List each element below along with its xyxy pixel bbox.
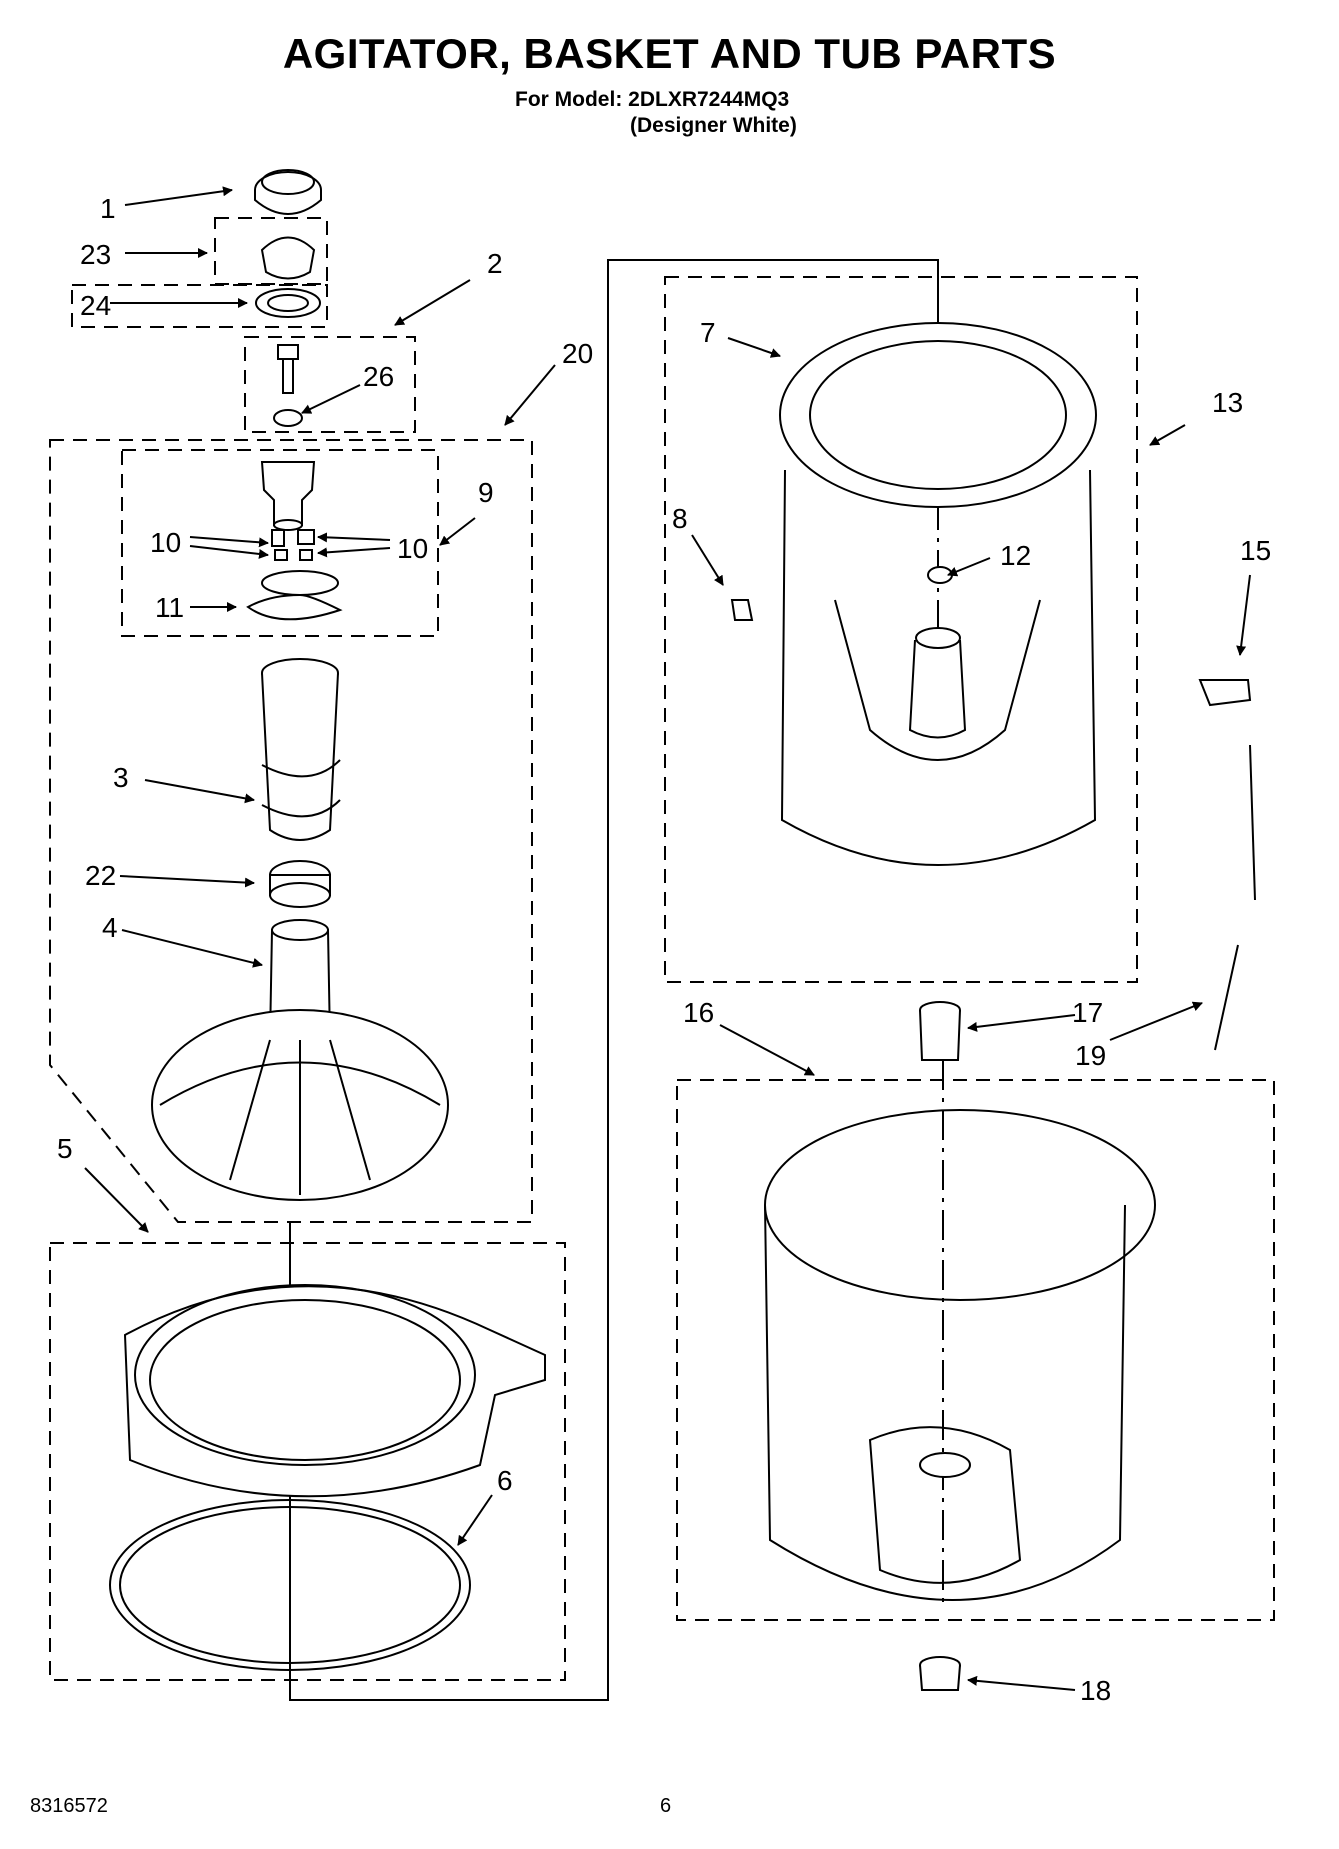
upper-agitator-part: [261, 658, 341, 841]
callout-9: 9: [478, 477, 494, 508]
agitator-cam-part: [260, 461, 316, 531]
callout-1: 1: [100, 193, 116, 224]
callout-15: 15: [1240, 535, 1271, 566]
document-number: 8316572: [30, 1795, 108, 1817]
group-box-24: [71, 284, 328, 328]
callout-26: 26: [363, 361, 394, 392]
callout-2: 2: [487, 248, 503, 279]
callout-19: 19: [1075, 1040, 1106, 1071]
seal-ring-part: [255, 288, 321, 318]
model-line: For Model: 2DLXR7244MQ3: [515, 88, 790, 111]
callout-11: 11: [155, 592, 184, 623]
callout-8: 8: [672, 503, 688, 534]
group-box-16: [676, 1079, 1275, 1621]
callout-20: 20: [562, 338, 593, 369]
callout-7: 7: [700, 317, 716, 348]
callout-18: 18: [1080, 1675, 1111, 1706]
group-box-5: [49, 1242, 566, 1681]
variant-line: (Designer White): [630, 114, 797, 137]
tub-seal-part: [919, 1001, 961, 1061]
callout-23: 23: [80, 239, 111, 270]
group-box-9: [121, 449, 439, 637]
cap-insert-part: [260, 236, 316, 280]
group-box-13: [664, 276, 1138, 983]
callout-13: 13: [1212, 387, 1243, 418]
group-box-2: [244, 336, 416, 433]
callout-10-left: 10: [150, 527, 181, 558]
lower-agitator-part: [151, 919, 449, 1201]
outer-tub-part: [764, 1109, 1156, 1601]
callout-12: 12: [1000, 540, 1031, 571]
callout-3: 3: [113, 762, 129, 793]
clip-part: [730, 599, 754, 621]
page-number: 6: [660, 1795, 672, 1817]
agitator-cap-part: [254, 169, 322, 215]
callout-5: 5: [57, 1133, 73, 1164]
callout-24: 24: [80, 290, 111, 321]
dogs-parts: [271, 529, 315, 561]
tub-ring-part: [123, 1284, 546, 1498]
callout-22: 22: [85, 860, 116, 891]
callout-10-right: 10: [397, 533, 428, 564]
dog-cam-part: [246, 570, 343, 621]
drain-plug-part: [919, 1656, 961, 1691]
lower-bearing-part: [269, 860, 331, 908]
callout-17: 17: [1072, 997, 1103, 1028]
tub-cover-gasket-part: [109, 1499, 471, 1671]
hose-part: [1198, 679, 1256, 1051]
callout-16: 16: [683, 997, 714, 1028]
callout-4: 4: [102, 912, 118, 943]
callout-6: 6: [497, 1465, 513, 1496]
basket-part: [779, 322, 1097, 866]
page-title: AGITATOR, BASKET AND TUB PARTS: [282, 30, 1057, 77]
group-box-20: [49, 439, 533, 1223]
group-box-23: [214, 217, 328, 285]
bolt-part: [273, 344, 303, 427]
